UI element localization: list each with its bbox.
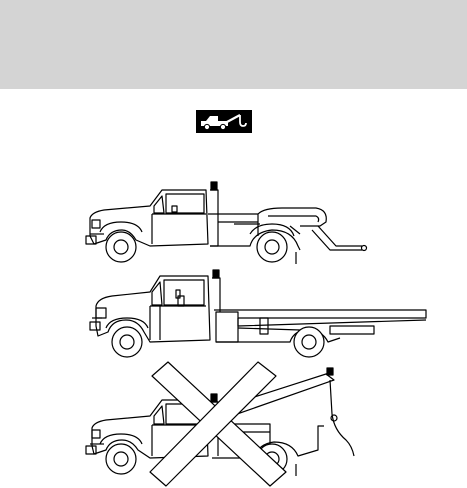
flatbed-tow-truck <box>90 270 426 357</box>
wheel-lift-tow-truck <box>86 182 367 264</box>
